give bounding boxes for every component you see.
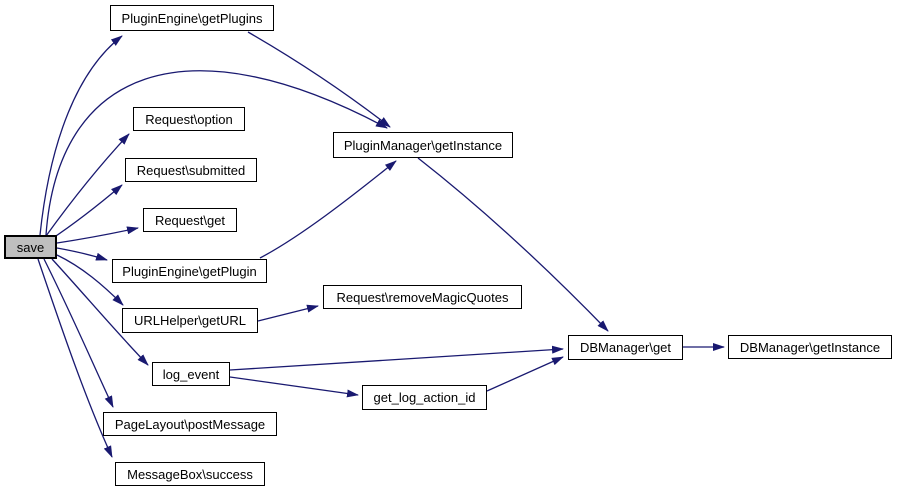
edge-save-to-request-get bbox=[56, 226, 139, 244]
node-db-manager-get-instance[interactable]: DBManager\getInstance bbox=[728, 335, 892, 359]
edge-get-log-action-id-to-db-manager-get bbox=[486, 356, 564, 392]
edge-save-to-request-option bbox=[45, 133, 130, 237]
node-message-box-success[interactable]: MessageBox\success bbox=[115, 462, 265, 486]
node-request-option[interactable]: Request\option bbox=[133, 107, 245, 131]
node-plugin-engine-get-plugin[interactable]: PluginEngine\getPlugin bbox=[112, 259, 267, 283]
edge-save-to-page-layout-post-message bbox=[43, 258, 114, 408]
edge-save-to-message-box-success bbox=[37, 258, 113, 458]
node-plugin-manager-get-instance[interactable]: PluginManager\getInstance bbox=[333, 132, 513, 158]
node-db-manager-get[interactable]: DBManager\get bbox=[568, 335, 683, 360]
edge-plugin-engine-get-plugins-to-plugin-manager-get-instance bbox=[247, 31, 391, 128]
edge-save-to-log-event bbox=[51, 258, 149, 366]
node-get-log-action-id[interactable]: get_log_action_id bbox=[362, 385, 487, 410]
edge-log-event-to-get-log-action-id bbox=[229, 376, 359, 398]
edge-save-to-request-submitted bbox=[49, 184, 123, 241]
node-save: save bbox=[4, 235, 57, 259]
edge-save-to-url-helper-get-url bbox=[56, 254, 124, 306]
edge-log-event-to-db-manager-get bbox=[229, 345, 564, 371]
node-request-get[interactable]: Request\get bbox=[143, 208, 237, 232]
node-log-event[interactable]: log_event bbox=[152, 362, 230, 386]
edge-plugin-engine-get-plugin-to-plugin-manager-get-instance bbox=[259, 160, 397, 259]
node-plugin-engine-get-plugins[interactable]: PluginEngine\getPlugins bbox=[110, 5, 274, 31]
edge-plugin-manager-get-instance-to-db-manager-get bbox=[417, 157, 609, 332]
node-request-remove-magic-quotes[interactable]: Request\removeMagicQuotes bbox=[323, 285, 522, 309]
edge-save-to-plugin-engine-get-plugin bbox=[56, 247, 108, 261]
edge-save-to-plugin-manager-get-instance bbox=[45, 70, 388, 236]
edge-save-to-plugin-engine-get-plugins bbox=[39, 35, 123, 236]
edge-url-helper-get-url-to-request-remove-magic-quotes bbox=[257, 304, 319, 322]
node-request-submitted[interactable]: Request\submitted bbox=[125, 158, 257, 182]
node-page-layout-post-message[interactable]: PageLayout\postMessage bbox=[103, 412, 277, 436]
node-url-helper-get-url[interactable]: URLHelper\getURL bbox=[122, 308, 258, 333]
